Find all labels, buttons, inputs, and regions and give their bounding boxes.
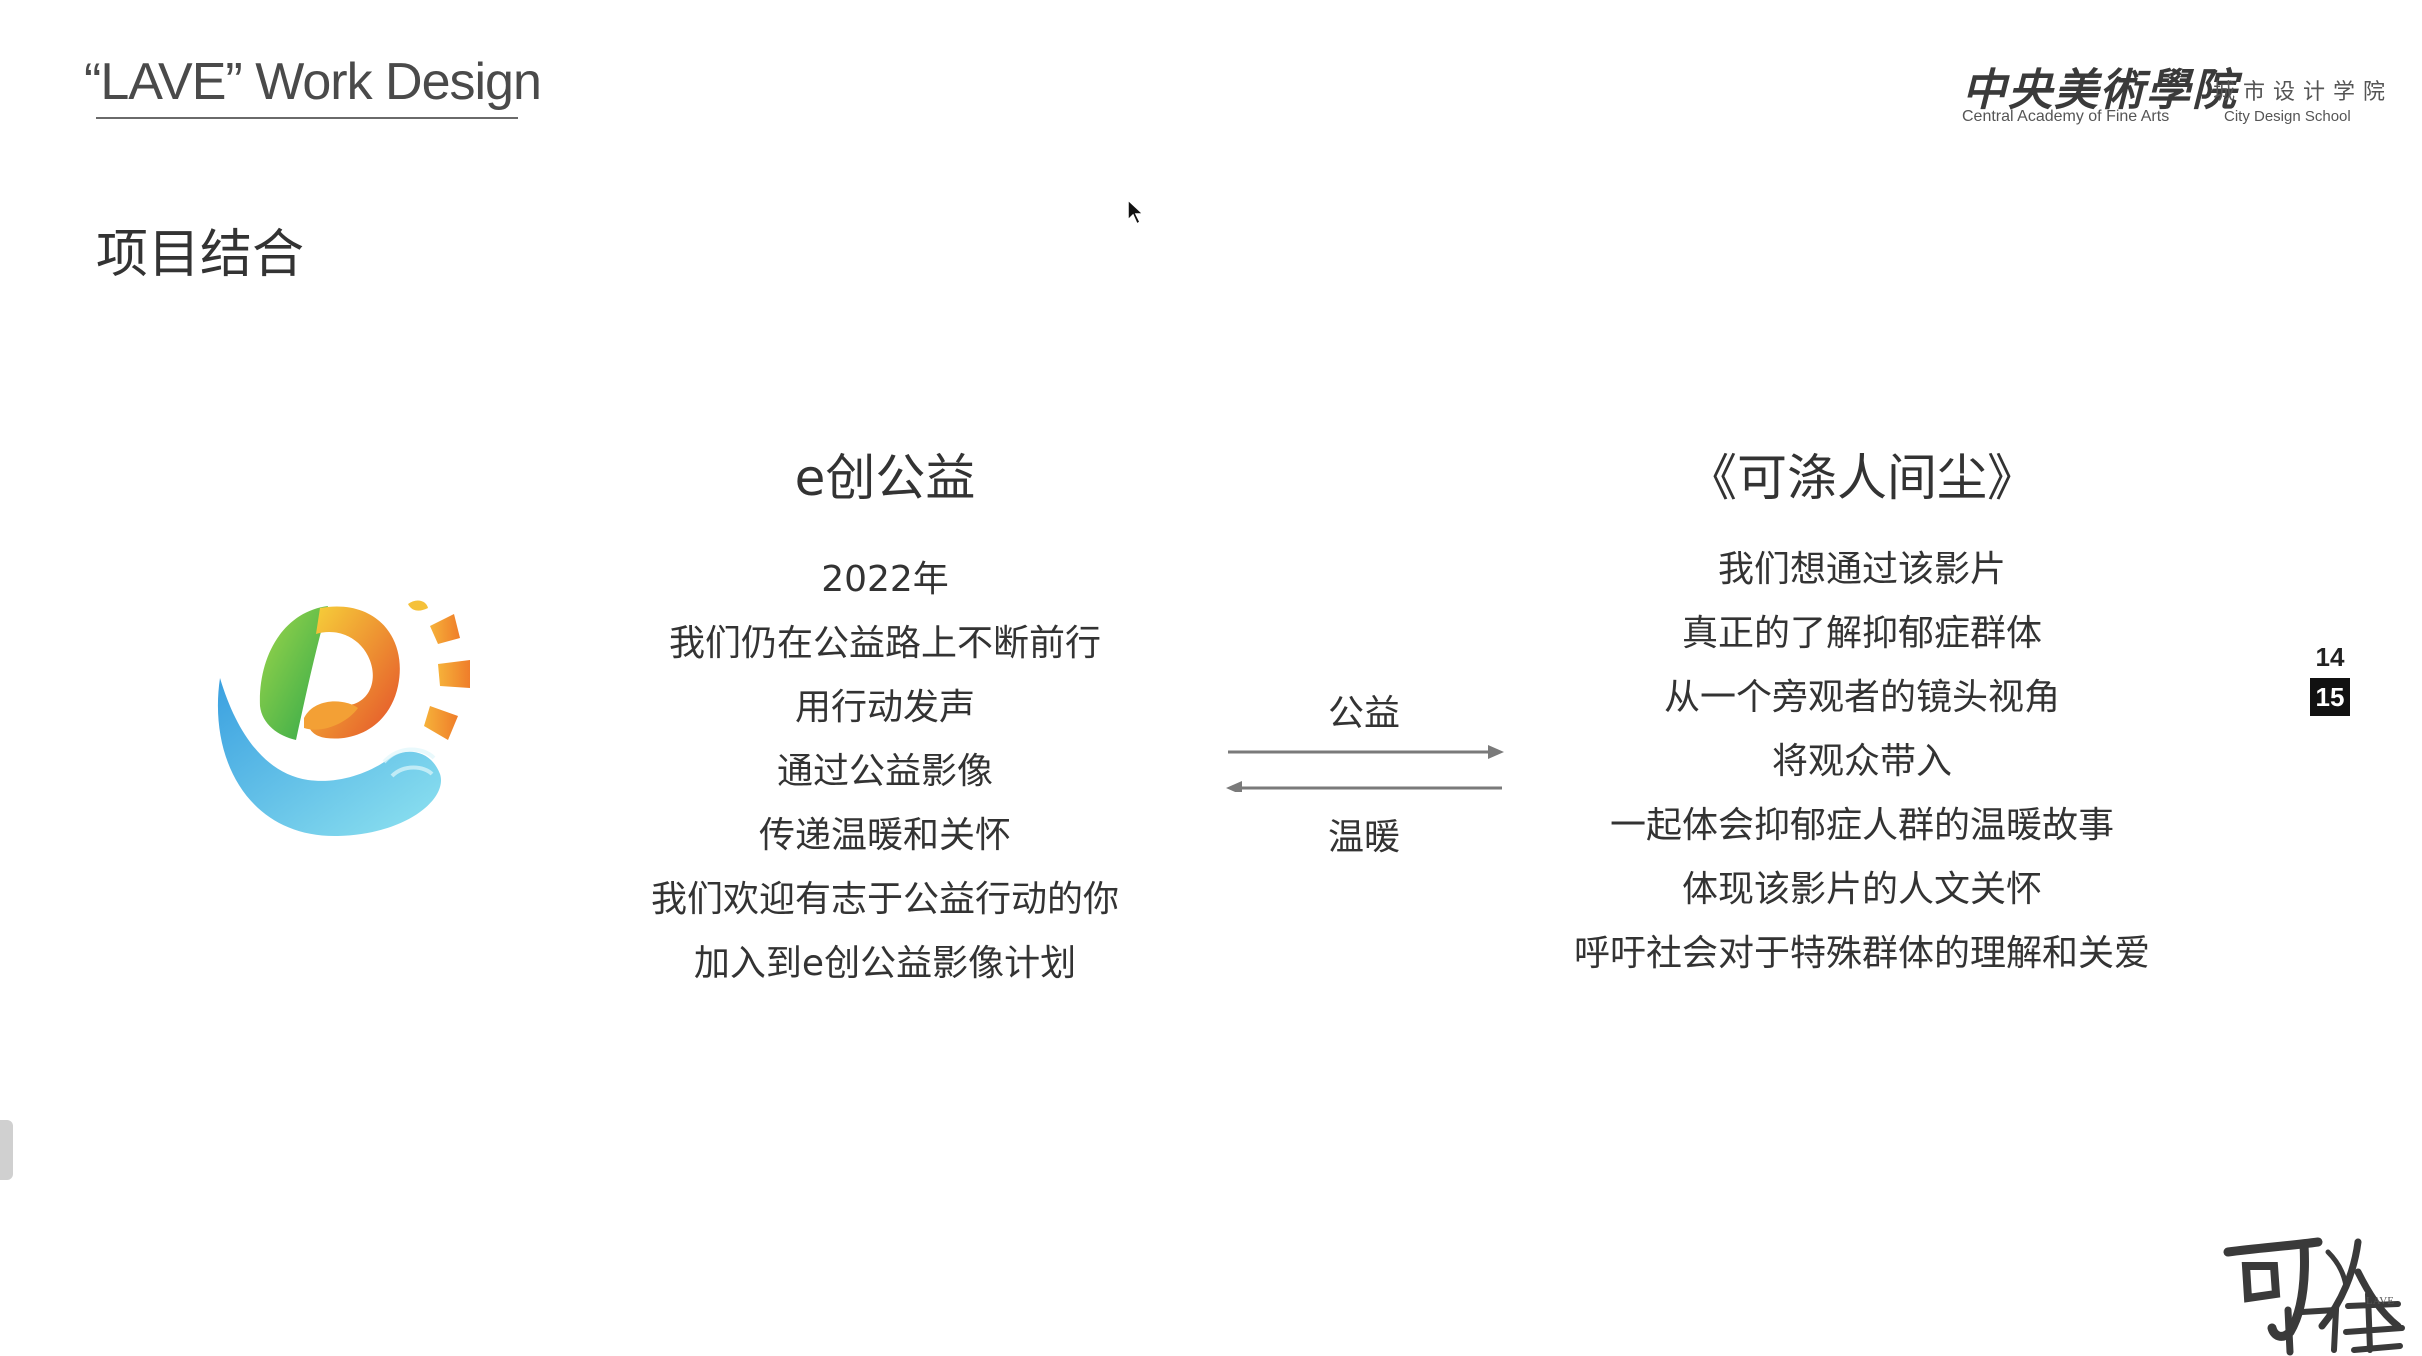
mouse-pointer-icon <box>1127 198 1145 226</box>
left-line: 我们欢迎有志于公益行动的你 <box>650 879 1119 920</box>
right-column-title: 《可涤人间尘》 <box>1687 449 2037 507</box>
right-line: 我们想通过该影片 <box>1717 549 2006 590</box>
right-line: 从一个旁观者的镜头视角 <box>1663 677 2060 718</box>
e-charity-logo <box>217 600 470 837</box>
left-line: 传递温暖和关怀 <box>758 815 1011 856</box>
arrow-label-bottom: 温暖 <box>1327 817 1400 858</box>
school-sub-cn: 城市设计学院 <box>2213 80 2394 105</box>
school-logo: 中央美術學院 城市设计学院 Central Academy of Fine Ar… <box>1958 54 2388 134</box>
page-navigation: 14 15 <box>2310 640 2350 716</box>
side-panel-handle[interactable] <box>0 1120 13 1180</box>
right-line: 将观众带入 <box>1771 741 1952 782</box>
left-column-title: e创公益 <box>794 449 976 507</box>
page-number-previous[interactable]: 14 <box>2315 642 2345 672</box>
right-line: 体现该影片的人文关怀 <box>1681 869 2042 910</box>
right-line: 一起体会抑郁症人群的温暖故事 <box>1609 805 2114 846</box>
section-heading: 项目结合 <box>96 225 305 285</box>
calligraphy-logo-icon: LAVE <box>2223 1237 2405 1356</box>
brand-underline <box>96 117 518 119</box>
school-name-cn: 中央美術學院 <box>1962 65 2238 116</box>
school-name-en: Central Academy of Fine Arts <box>1962 108 2170 125</box>
exchange-arrows-icon <box>1226 745 1504 792</box>
page-number-current[interactable]: 15 <box>2310 678 2350 716</box>
right-line: 真正的了解抑郁症群体 <box>1681 613 2042 654</box>
school-sub-en: City Design School <box>2224 108 2351 125</box>
left-line: 通过公益影像 <box>776 751 993 792</box>
left-line: 2022年 <box>821 559 949 600</box>
right-line: 呼吁社会对于特殊群体的理解和关爱 <box>1573 933 2150 974</box>
brand-title: “LAVE” Work Design <box>84 53 542 111</box>
arrow-label-top: 公益 <box>1327 693 1400 734</box>
left-column-lines: 2022年 我们仍在公益路上不断前行 用行动发声 通过公益影像 传递温暖和关怀 … <box>620 548 1150 996</box>
calligraphy-tag: LAVE <box>2366 1295 2394 1307</box>
left-line: 加入到e创公益影像计划 <box>693 943 1077 984</box>
left-line: 用行动发声 <box>794 687 975 728</box>
right-column-lines: 我们想通过该影片 真正的了解抑郁症群体 从一个旁观者的镜头视角 将观众带入 一起… <box>1522 538 2202 986</box>
left-line: 我们仍在公益路上不断前行 <box>668 623 1101 664</box>
